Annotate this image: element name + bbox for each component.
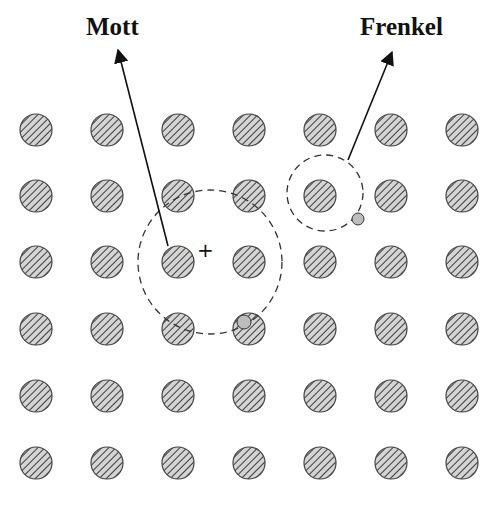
hole-charge: +	[197, 240, 214, 260]
electron	[352, 213, 364, 225]
electron	[237, 315, 251, 329]
leader-arrow	[118, 50, 168, 246]
exciton-type-label: Mott	[86, 14, 139, 39]
leader-arrow	[348, 52, 392, 160]
atom-grid	[20, 114, 478, 479]
exciton-type-label: Frenkel	[360, 14, 443, 39]
frenkel-exciton-orbit	[287, 155, 363, 231]
